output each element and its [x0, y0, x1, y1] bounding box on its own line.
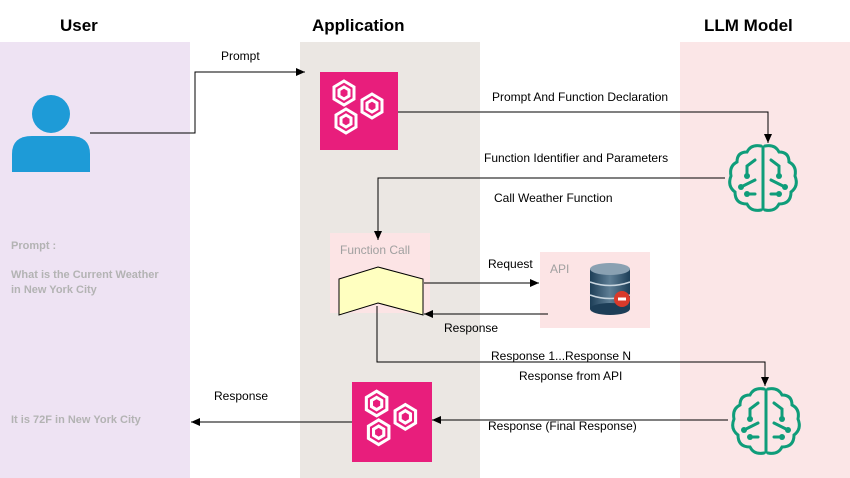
prompt-heading: Prompt :: [11, 240, 57, 252]
function-call-title: Function Call: [340, 243, 411, 257]
edge-function-identifier: [374, 177, 725, 240]
label-prompt: Prompt: [221, 49, 260, 63]
brain-circuit-icon: [728, 144, 798, 212]
llm-lane-title: LLM Model: [704, 16, 793, 35]
user-lane-title: User: [60, 16, 98, 35]
database-icon: [589, 263, 631, 315]
brain-circuit-icon-2: [731, 387, 801, 455]
application-response-icon: [352, 382, 432, 462]
answer-text: It is 72F in New York City: [11, 414, 141, 426]
user-lane: [0, 42, 190, 478]
label-response-from-api: Response from API: [519, 369, 623, 383]
label-call-weather-function: Call Weather Function: [494, 191, 613, 205]
label-response-api: Response: [444, 321, 499, 335]
application-lane-title: Application: [312, 16, 405, 35]
label-response-final: Response (Final Response): [488, 419, 637, 433]
edge-prompt: [90, 68, 305, 134]
label-response-user: Response: [214, 389, 269, 403]
function-call-shape: [338, 266, 424, 316]
prompt-line-2: in New York City: [11, 284, 97, 296]
label-prompt-and-function-declaration: Prompt And Function Declaration: [492, 90, 669, 104]
prompt-line-1: What is the Current Weather: [11, 269, 159, 281]
label-function-identifier-and-parameters: Function Identifier and Parameters: [484, 151, 669, 165]
edge-response-from-api: [376, 306, 769, 386]
api-title: API: [550, 262, 570, 276]
label-request: Request: [488, 257, 533, 271]
application-step-icon: [320, 72, 398, 150]
label-response-1-n: Response 1...Response N: [491, 349, 632, 363]
edge-prompt-declaration: [398, 111, 772, 143]
user-icon: [12, 95, 90, 172]
